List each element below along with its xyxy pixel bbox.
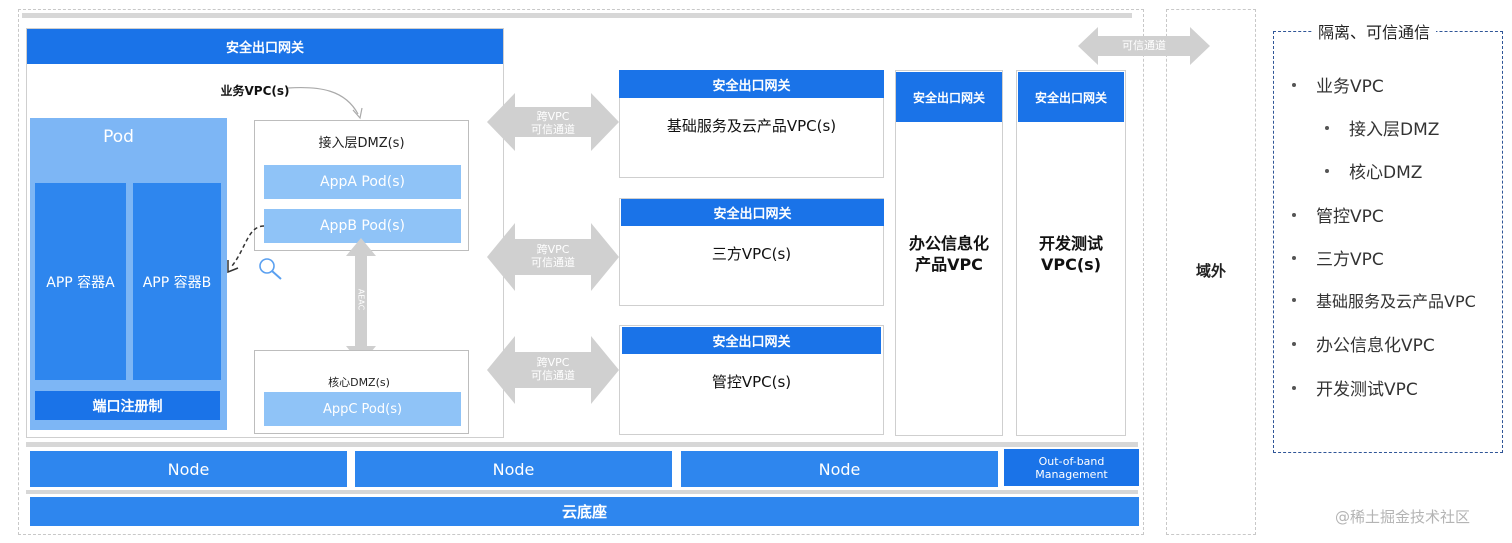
bullet-icon <box>1325 168 1329 173</box>
legend-title: 隔离、可信通信 <box>1312 19 1437 43</box>
cloud-base-bar: 云底座 <box>30 497 1139 526</box>
access-dmz-title: 接入层DMZ(s) <box>318 136 405 151</box>
business-vpc-label: 业务VPC(s) <box>220 84 290 98</box>
bullet-icon <box>1292 212 1296 217</box>
aeac-arrow <box>346 238 376 364</box>
cross-vpc-arrow-1-label: 跨VPC 可信通道 <box>531 110 575 136</box>
business-vpc-curve-arrow <box>287 86 363 120</box>
legend-item-devtest-vpc: 开发测试VPC <box>1292 375 1418 400</box>
cloud-frame <box>18 9 1144 535</box>
node-row-divider <box>26 442 1138 447</box>
watermark: @稀土掘金技术社区 <box>1335 508 1471 526</box>
bullet-icon <box>1325 125 1329 130</box>
magnifier-icon <box>259 258 282 280</box>
business-vpc-gateway: 安全出口网关 <box>27 29 503 64</box>
bullet-icon <box>1292 385 1296 390</box>
cross-vpc-arrow-2-label: 跨VPC 可信通道 <box>531 243 575 269</box>
out-of-band-management: Out-of-band Management <box>1004 449 1139 486</box>
aeac-label: AEAC <box>356 288 366 311</box>
trusted-channel-arrow <box>1078 27 1210 65</box>
third-party-vpc-gateway: 安全出口网关 <box>621 199 884 226</box>
third-party-vpc-label: 三方VPC(s) <box>711 245 792 263</box>
bullet-icon <box>1292 298 1296 302</box>
cross-vpc-arrow-1 <box>487 93 619 151</box>
app-b-pod: AppB Pod(s) <box>264 209 461 243</box>
bullet-icon <box>1292 82 1296 87</box>
node-2: Node <box>355 451 672 487</box>
base-service-vpc-gateway: 安全出口网关 <box>619 70 884 98</box>
management-vpc-label: 管控VPC(s) <box>711 373 792 391</box>
devtest-vpc-gateway: 安全出口网关 <box>1018 72 1124 122</box>
external-domain-label: 域外 <box>1195 262 1226 280</box>
port-register-bar: 端口注册制 <box>35 391 220 420</box>
node-3: Node <box>681 451 998 487</box>
node-1: Node <box>30 451 347 487</box>
pod-title: Pod <box>103 127 134 147</box>
trusted-channel-label: 可信通道 <box>1122 39 1166 52</box>
legend-item-office-vpc: 办公信息化VPC <box>1292 331 1435 356</box>
cross-vpc-arrow-3-label: 跨VPC 可信通道 <box>531 356 575 382</box>
legend-item-core-dmz: 核心DMZ <box>1325 158 1422 183</box>
legend-item-management-vpc: 管控VPC <box>1292 202 1384 227</box>
top-divider <box>22 13 1132 18</box>
cross-vpc-arrow-2 <box>487 223 619 291</box>
base-row-divider <box>26 490 1138 494</box>
app-c-pod: AppC Pod(s) <box>264 392 461 426</box>
management-vpc-gateway: 安全出口网关 <box>622 327 881 354</box>
bullet-icon <box>1292 341 1296 346</box>
app-container-b: APP 容器B <box>133 183 221 380</box>
devtest-vpc-label: 开发测试 VPC(s) <box>1038 234 1103 274</box>
base-service-vpc-label: 基础服务及云产品VPC(s) <box>666 117 837 135</box>
bullet-icon <box>1292 255 1296 260</box>
devtest-vpc-panel <box>1016 70 1126 436</box>
appb-to-pod-dashed-arrow <box>227 225 265 274</box>
office-vpc-gateway: 安全出口网关 <box>896 72 1002 122</box>
office-vpc-label: 办公信息化 产品VPC <box>908 234 989 274</box>
office-vpc-panel <box>895 70 1003 436</box>
app-a-pod: AppA Pod(s) <box>264 165 461 199</box>
legend-item-third-party-vpc: 三方VPC <box>1292 245 1384 270</box>
cross-vpc-arrow-3 <box>487 336 619 404</box>
legend-item-base-service-vpc: 基础服务及云产品VPC <box>1292 288 1476 312</box>
core-dmz-title: 核心DMZ(s) <box>328 376 390 389</box>
external-domain-frame <box>1166 9 1256 535</box>
legend-item-access-dmz: 接入层DMZ <box>1325 115 1439 140</box>
legend-item-business-vpc: 业务VPC <box>1292 72 1384 97</box>
app-container-a: APP 容器A <box>35 183 126 380</box>
